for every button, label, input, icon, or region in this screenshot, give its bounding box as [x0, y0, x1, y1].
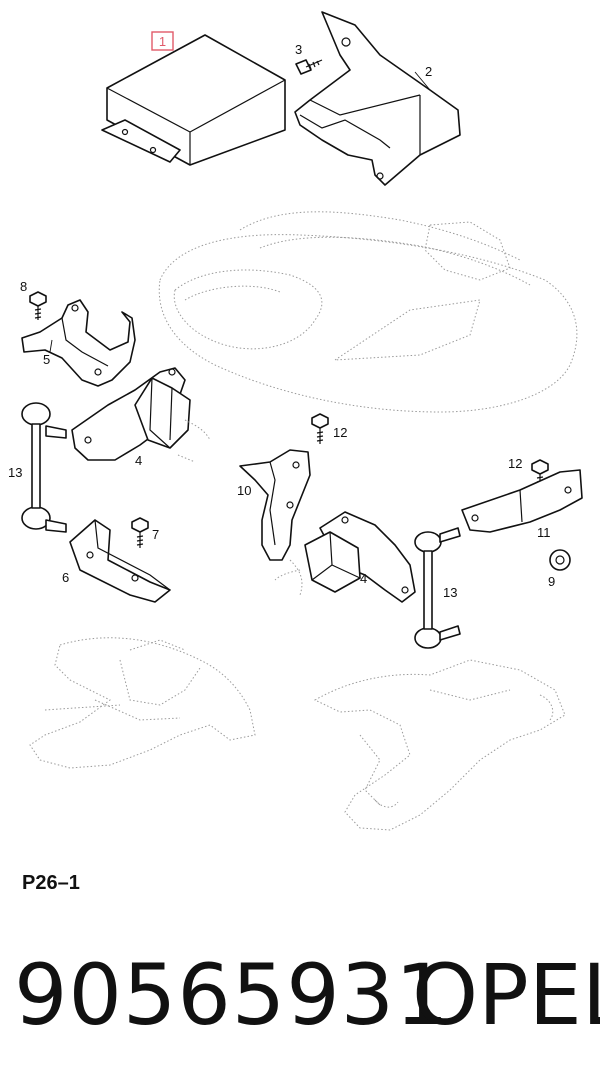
callout-8: 8	[20, 279, 27, 294]
part-number: 90565931	[14, 946, 450, 1044]
control-module-part-1[interactable]	[101, 34, 286, 166]
diagram-code: P26–1	[22, 872, 80, 894]
callout-7: 7	[152, 527, 159, 542]
callout-9: 9	[548, 574, 555, 589]
screw-part-3[interactable]	[295, 59, 323, 75]
mounting-plate-part-11[interactable]	[461, 469, 583, 533]
callout-4-left: 4	[135, 453, 142, 468]
bolt-part-7[interactable]	[131, 517, 149, 548]
bracket-part-5[interactable]	[21, 299, 136, 387]
callout-2: 2	[425, 64, 432, 79]
bolt-part-12-center[interactable]	[311, 413, 329, 444]
callout-6: 6	[62, 570, 69, 585]
callout-12-right: 12	[508, 456, 522, 471]
callout-13-right: 13	[443, 585, 457, 600]
callout-5: 5	[43, 352, 50, 367]
callout-13-left: 13	[8, 465, 22, 480]
front-wishbone-outline-left	[29, 637, 256, 769]
callout-12-center: 12	[333, 425, 347, 440]
front-wishbone-outline-right	[313, 659, 566, 831]
bolt-part-8[interactable]	[29, 291, 47, 320]
bracket-part-10[interactable]	[239, 449, 311, 596]
link-rod-part-13-left[interactable]	[21, 402, 67, 533]
level-sensor-part-4-left[interactable]	[71, 367, 211, 463]
callout-11: 11	[537, 525, 551, 540]
headlamp-outline	[158, 211, 578, 413]
nut-part-9[interactable]	[549, 549, 571, 571]
callout-10: 10	[237, 483, 251, 498]
mounting-bracket-part-2[interactable]	[294, 11, 461, 186]
level-sensor-part-4-right[interactable]	[274, 511, 416, 603]
callout-3: 3	[295, 42, 302, 57]
callout-label-1: 1	[159, 34, 166, 49]
link-rod-part-13-right[interactable]	[414, 527, 461, 649]
angle-bracket-part-6[interactable]	[69, 519, 171, 603]
brand-name: OPEL	[412, 946, 600, 1044]
callout-1[interactable]: 1	[151, 31, 174, 51]
callout-4-right: 4	[360, 571, 367, 586]
